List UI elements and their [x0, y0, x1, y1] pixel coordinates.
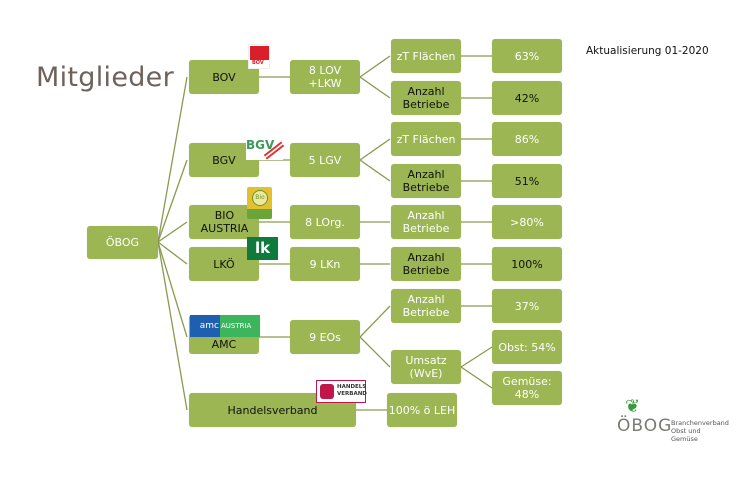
bov-logo-mark	[250, 46, 269, 60]
handelsverband-logo-text: HANDELS VERBAND	[337, 384, 367, 397]
bgv-logo-text: BGV	[246, 138, 275, 152]
connector	[359, 76, 391, 99]
amc-austria-logo: amc AUSTRIA	[190, 315, 260, 337]
bio-logo-seal: Bio	[252, 190, 268, 206]
lk-logo: lk	[247, 237, 278, 260]
bov-logo-text: BOV	[252, 60, 264, 66]
value-node-amc-betriebe[interactable]: 37%	[492, 289, 562, 323]
connector	[157, 241, 188, 265]
value-node-bov-betriebe[interactable]: 42%	[492, 81, 562, 115]
connector	[157, 76, 188, 243]
connector	[359, 55, 391, 78]
footer-logo-subtitle: Branchenverband Obst und Gemüse	[671, 419, 729, 443]
metric-node-bgv-flaechen[interactable]: zT Flächen	[391, 122, 461, 156]
amc-logo-left: amc	[190, 315, 220, 337]
metric-node-bgv-betriebe[interactable]: Anzahl Betriebe	[391, 164, 461, 198]
connector	[359, 336, 391, 368]
metric-node-amc-umsatz[interactable]: Umsatz (WvE)	[391, 350, 461, 384]
bio-logo-field	[247, 209, 272, 219]
connector	[359, 138, 391, 161]
sub-node-handelsverband[interactable]: 100% ö LEH	[387, 393, 457, 427]
metric-node-bov-betriebe[interactable]: Anzahl Betriebe	[391, 81, 461, 115]
sub-node-bgv[interactable]: 5 LGV	[290, 143, 360, 177]
bio-austria-logo: Bio	[247, 187, 272, 219]
connector	[359, 305, 391, 338]
amc-logo-right: AUSTRIA	[220, 315, 260, 337]
handelsverband-logo: HANDELS VERBAND	[316, 380, 367, 403]
value-node-amc-gemuese[interactable]: Gemüse: 48%	[492, 371, 562, 405]
member-node-bov[interactable]: BOV	[189, 60, 259, 94]
oebog-footer-logo: ❦ ÖBOG Branchenverband Obst und Gemüse	[615, 396, 729, 444]
metric-node-bov-flaechen[interactable]: zT Flächen	[391, 39, 461, 73]
bov-logo: BOV	[248, 44, 270, 69]
value-node-bov-flaechen[interactable]: 63%	[492, 39, 562, 73]
leaf-icon: ❦	[625, 396, 641, 417]
metric-node-lkoe-betriebe[interactable]: Anzahl Betriebe	[391, 247, 461, 281]
connector	[157, 221, 188, 243]
value-node-bgv-betriebe[interactable]: 51%	[492, 164, 562, 198]
sub-node-lkoe[interactable]: 9 LKn	[290, 247, 360, 281]
update-note: Aktualisierung 01-2020	[586, 45, 709, 57]
value-node-bio-betriebe[interactable]: >80%	[492, 205, 562, 239]
handelsverband-logo-mark	[320, 384, 334, 399]
sub-node-bov[interactable]: 8 LOV +LKW	[290, 60, 360, 94]
footer-logo-name: ÖBOG	[617, 416, 673, 436]
metric-node-amc-betriebe[interactable]: Anzahl Betriebe	[391, 289, 461, 323]
value-node-amc-obst[interactable]: Obst: 54%	[492, 330, 562, 364]
page-title: Mitglieder	[36, 62, 174, 93]
connector	[157, 159, 188, 243]
sub-node-amc[interactable]: 9 EOs	[290, 320, 360, 354]
connector	[460, 366, 493, 389]
connector	[359, 159, 391, 182]
sub-node-bio-austria[interactable]: 8 LOrg.	[290, 205, 360, 239]
bgv-logo: BGV	[246, 138, 285, 160]
connector	[157, 241, 188, 411]
member-node-handelsverband[interactable]: Handelsverband	[189, 393, 356, 427]
value-node-lkoe-betriebe[interactable]: 100%	[492, 247, 562, 281]
value-node-bgv-flaechen[interactable]: 86%	[492, 122, 562, 156]
root-node-oebog[interactable]: ÖBOG	[87, 226, 158, 259]
connector	[157, 241, 188, 338]
metric-node-bio-betriebe[interactable]: Anzahl Betriebe	[391, 205, 461, 239]
connector	[460, 346, 493, 368]
